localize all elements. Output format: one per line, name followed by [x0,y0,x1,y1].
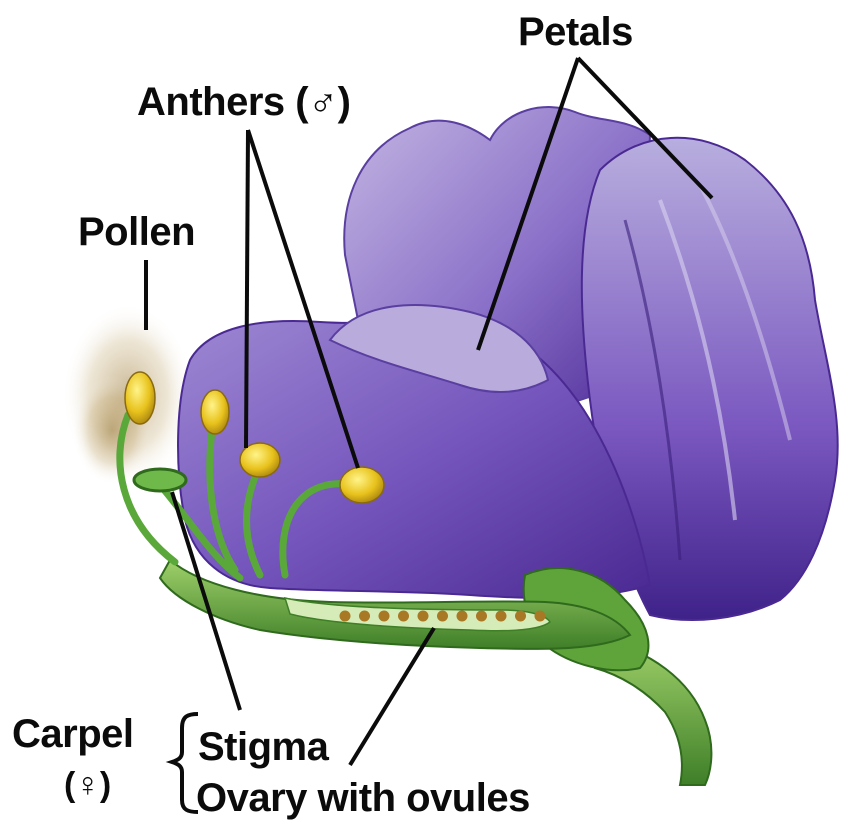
label-petals: Petals [518,12,633,52]
ovule [515,611,526,622]
label-stigma: Stigma [198,727,328,767]
label-ovary: Ovary with ovules [196,778,530,818]
anther-3 [340,467,384,503]
anther-pollen [125,372,155,424]
ovule [437,611,448,622]
ovule [340,611,351,622]
ovule [398,611,409,622]
stigma [134,469,186,491]
label-carpel: Carpel [12,714,134,754]
leader-ovary [350,628,434,765]
ovule [379,611,390,622]
anther-1 [201,390,229,434]
ovule [359,611,370,622]
ovule [418,611,429,622]
ovule [476,611,487,622]
carpel-brace [172,714,198,812]
ovule [457,611,468,622]
anther-2 [240,443,280,477]
label-carpel-symbol: (♀) [64,768,111,802]
label-pollen: Pollen [78,212,195,252]
leader-anthers-left [246,130,248,448]
label-anthers: Anthers (♂) [137,82,350,122]
ovule [535,611,546,622]
ovule [496,611,507,622]
